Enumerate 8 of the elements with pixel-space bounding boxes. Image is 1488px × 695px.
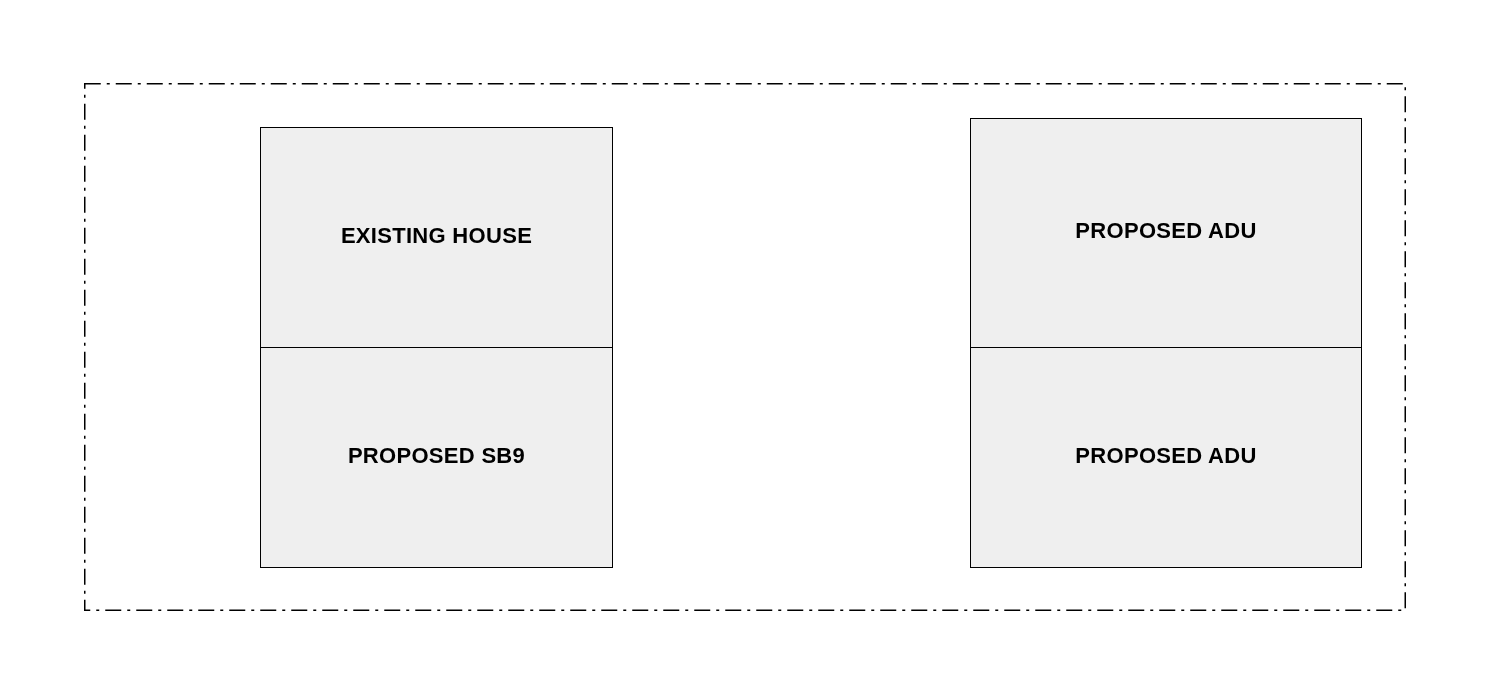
building-label: PROPOSED ADU (1075, 442, 1257, 469)
building-label: EXISTING HOUSE (340, 222, 533, 249)
building-label: PROPOSED SB9 (347, 442, 526, 469)
building-label: PROPOSED ADU (1075, 218, 1257, 244)
building-footprint (260, 347, 613, 568)
building-footprint (970, 118, 1362, 348)
building-footprint (970, 347, 1362, 568)
building-footprint (260, 127, 613, 348)
